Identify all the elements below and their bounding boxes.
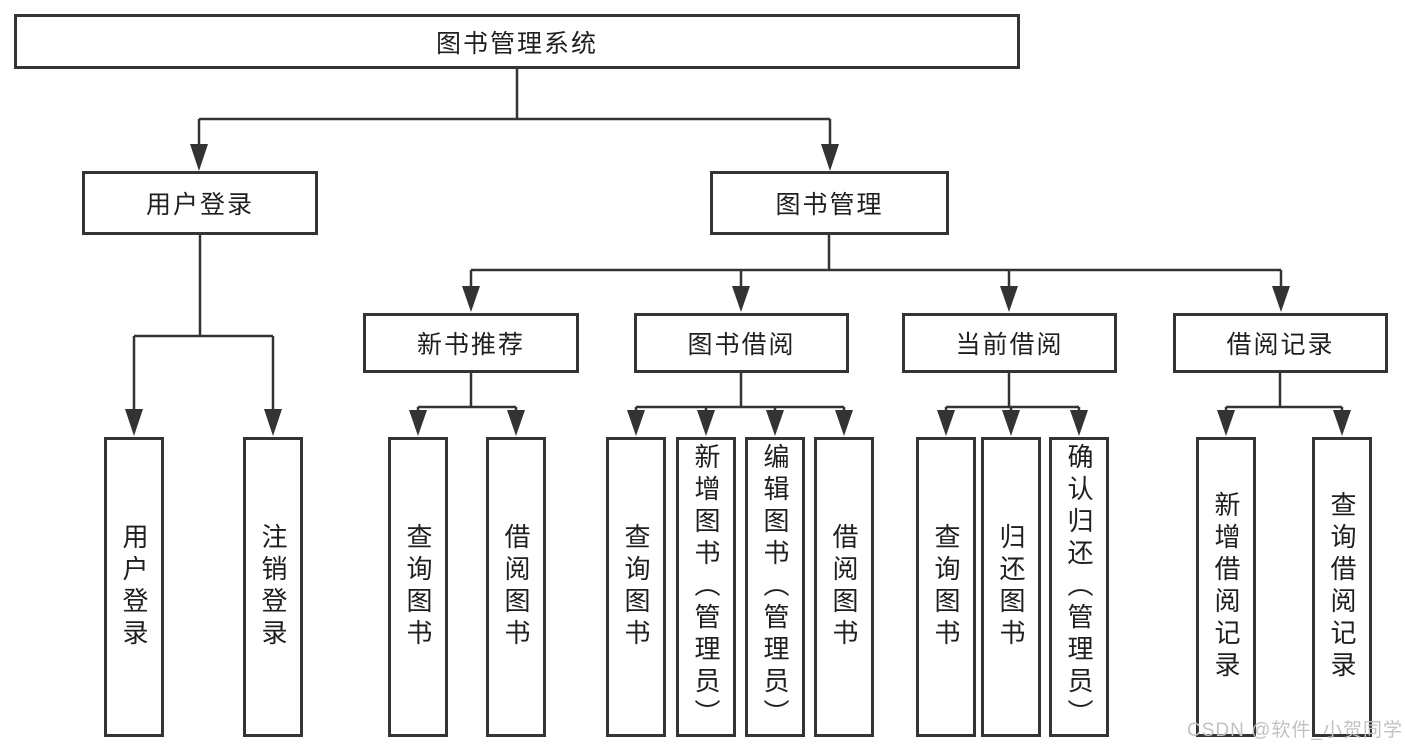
arrow-down-icon <box>507 410 525 436</box>
arrow-down-icon <box>1272 286 1290 312</box>
arrow-down-icon <box>190 144 208 171</box>
arrowheads <box>125 144 1351 436</box>
node-label: 新增借阅记录 <box>1211 491 1241 683</box>
arrow-down-icon <box>821 144 839 171</box>
node-label: 新增图书（管理员） <box>691 443 721 731</box>
leaf-confirm-return-admin: 确认归还（管理员） <box>1049 437 1109 737</box>
arrow-down-icon <box>125 409 143 436</box>
node-current-borrow: 当前借阅 <box>902 313 1117 373</box>
arrow-down-icon <box>462 286 480 312</box>
node-label: 用户登录 <box>145 191 254 219</box>
node-label: 当前借阅 <box>955 331 1064 359</box>
leaf-add-borrow-record: 新增借阅记录 <box>1196 437 1256 737</box>
node-new-book-recommend: 新书推荐 <box>363 313 579 373</box>
node-user-login: 用户登录 <box>82 171 318 235</box>
arrow-down-icon <box>1070 410 1088 436</box>
leaf-query-books-recommend: 查询图书 <box>388 437 448 737</box>
leaf-add-book-admin: 新增图书（管理员） <box>676 437 736 737</box>
leaf-user-login: 用户登录 <box>104 437 164 737</box>
arrow-down-icon <box>697 410 715 436</box>
node-label: 查询图书 <box>621 523 651 651</box>
arrow-down-icon <box>835 410 853 436</box>
node-label: 用户登录 <box>119 523 149 651</box>
connector-borrow-records-children <box>1224 373 1344 413</box>
leaf-query-borrow-record: 查询借阅记录 <box>1312 437 1372 737</box>
connector-current-borrow-children <box>944 373 1081 413</box>
arrow-down-icon <box>766 410 784 436</box>
node-book-borrow: 图书借阅 <box>634 313 849 373</box>
leaf-borrow-books-recommend: 借阅图书 <box>486 437 546 737</box>
node-label: 编辑图书（管理员） <box>760 443 790 731</box>
node-label: 借阅图书 <box>501 523 531 651</box>
arrow-down-icon <box>1217 410 1235 436</box>
arrow-down-icon <box>1002 410 1020 436</box>
node-label: 归还图书 <box>996 523 1026 651</box>
leaf-edit-book-admin: 编辑图书（管理员） <box>745 437 805 737</box>
connector-new-book-children <box>416 373 518 413</box>
node-label: 新书推荐 <box>416 331 525 359</box>
leaf-borrow-books: 借阅图书 <box>814 437 874 737</box>
node-label: 确认归还（管理员） <box>1064 443 1094 731</box>
connector-user-login-children <box>132 235 275 412</box>
node-label: 查询借阅记录 <box>1327 491 1357 683</box>
arrow-down-icon <box>264 409 282 436</box>
leaf-query-books-borrow: 查询图书 <box>606 437 666 737</box>
node-label: 借阅记录 <box>1226 331 1335 359</box>
leaf-return-book: 归还图书 <box>981 437 1041 737</box>
node-label: 查询图书 <box>931 523 961 651</box>
connector-root-to-branches <box>197 69 832 146</box>
node-borrow-records: 借阅记录 <box>1173 313 1388 373</box>
node-label: 图书借阅 <box>687 331 796 359</box>
csdn-watermark: CSDN @软件_小贺同学 <box>1187 720 1403 741</box>
arrow-down-icon <box>409 410 427 436</box>
node-label: 图书管理 <box>775 191 884 219</box>
node-label: 图书管理系统 <box>435 29 598 58</box>
arrow-down-icon <box>937 410 955 436</box>
node-library-system: 图书管理系统 <box>14 14 1020 69</box>
node-label: 注销登录 <box>258 523 288 651</box>
node-label: 查询图书 <box>403 523 433 651</box>
connector-book-borrow-children <box>634 373 846 413</box>
arrow-down-icon <box>627 410 645 436</box>
arrow-down-icon <box>1333 410 1351 436</box>
arrow-down-icon <box>1000 286 1018 312</box>
node-book-management: 图书管理 <box>710 171 949 235</box>
node-label: 借阅图书 <box>829 523 859 651</box>
leaf-logout: 注销登录 <box>243 437 303 737</box>
arrow-down-icon <box>732 286 750 312</box>
leaf-query-books-current: 查询图书 <box>916 437 976 737</box>
connector-book-mgmt-groups <box>469 235 1283 288</box>
